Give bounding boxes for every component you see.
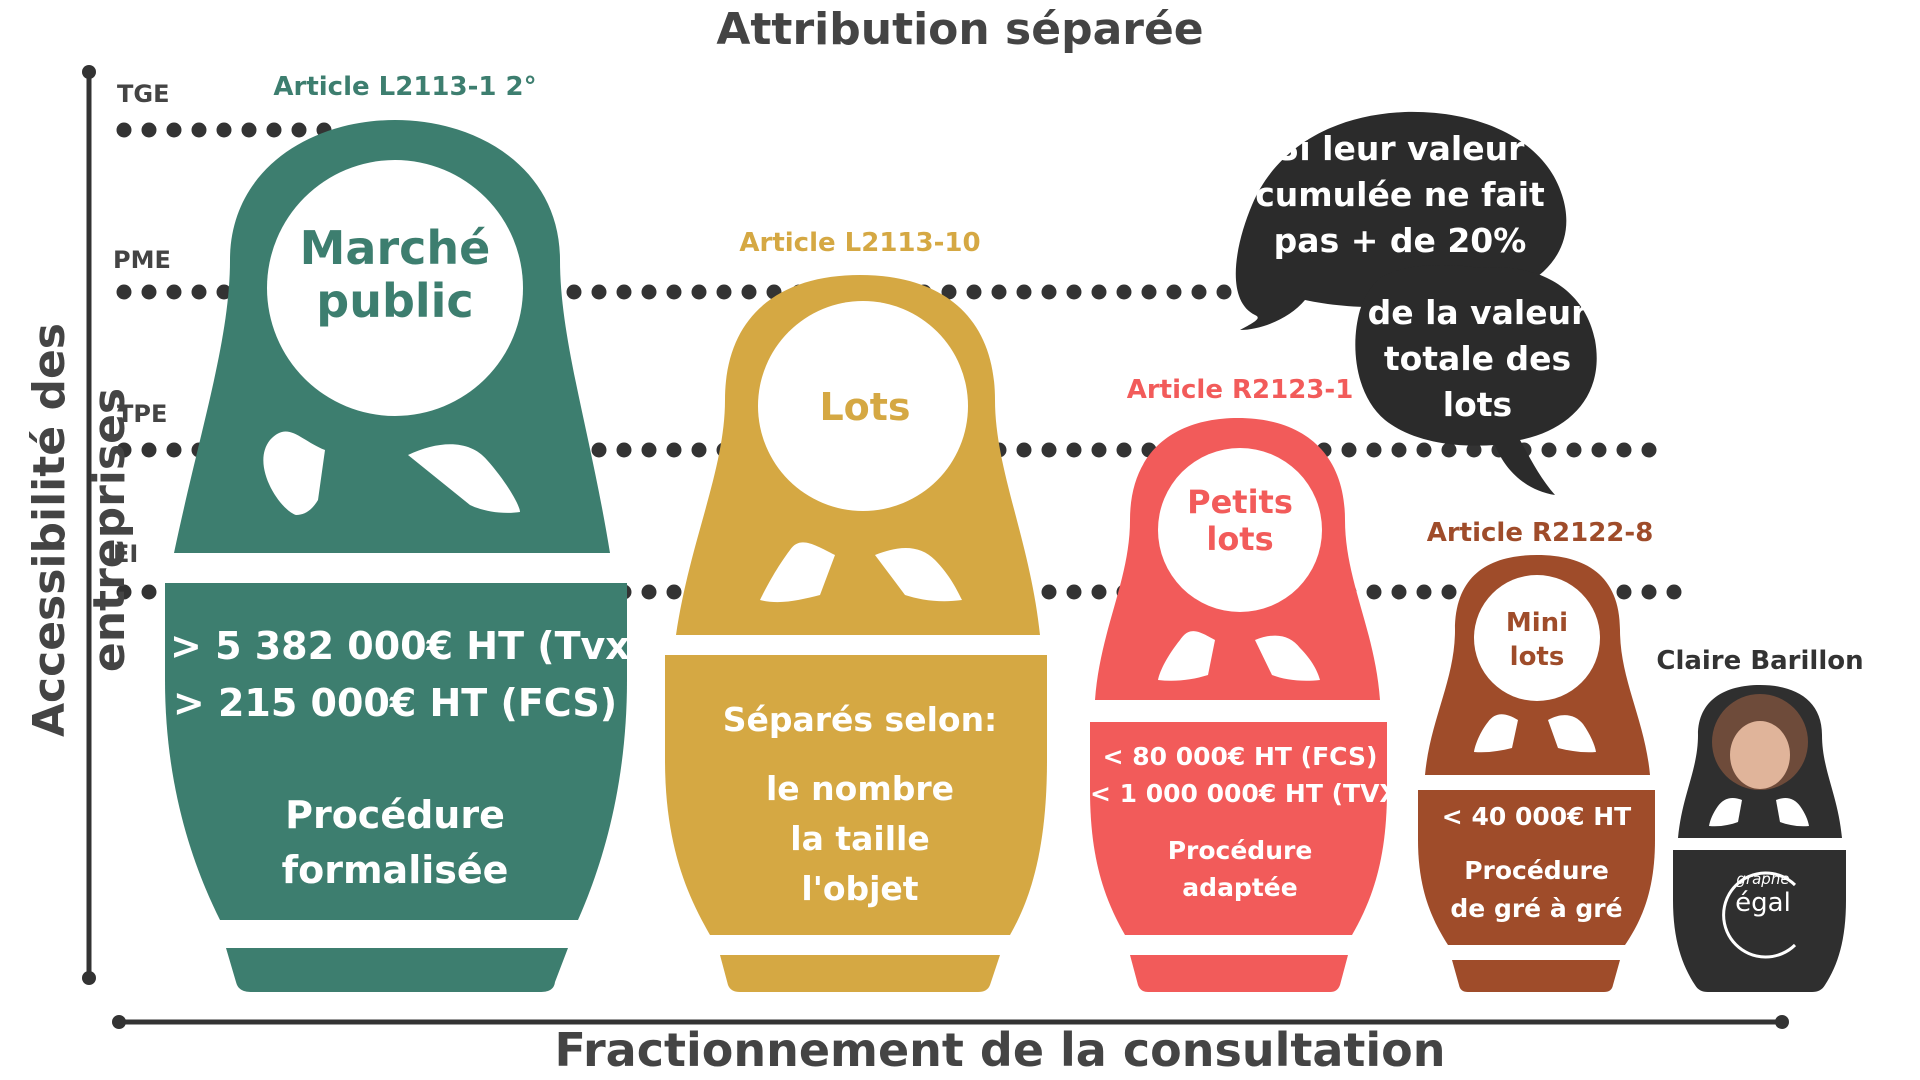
- doll-petits-procedure-line-2: adaptée: [1182, 873, 1298, 902]
- doll-mini-lots: [1418, 555, 1655, 992]
- article-label-mini: Article R2122-8: [1426, 518, 1654, 548]
- doll-marche-thresholds: > 5 382 000€ HT (Tvx) > 215 000€ HT (FCS…: [170, 618, 648, 732]
- axes: [82, 65, 1789, 1029]
- level-label-tge: TGE: [117, 80, 170, 108]
- speech-bubble-bottom: [1355, 265, 1597, 495]
- doll-petits-thresholds: < 80 000€ HT (FCS) < 1 000 000€ HT (TVX): [1090, 738, 1411, 812]
- doll-petits-body-shape: [1090, 722, 1387, 935]
- level-label-pme: PME: [113, 246, 171, 274]
- doll-mini-head-label: Mini lots: [1487, 607, 1587, 675]
- doll-lots-criterion-2: la taille: [790, 819, 930, 858]
- doll-claire-collar-left: [1709, 798, 1742, 827]
- doll-marche-head-label: Marché public: [285, 222, 505, 328]
- logo-circle-arc: [1722, 871, 1797, 959]
- doll-lots-criteria: le nombre la taille l'objet: [680, 764, 1040, 914]
- doll-mini-procedure-line-2: de gré à gré: [1450, 894, 1623, 923]
- doll-petits-face: [1158, 448, 1322, 612]
- logo-text-graphe: graphe: [1736, 870, 1790, 888]
- level-label-tpe: TPE: [117, 400, 168, 428]
- doll-lots-separes-label: Séparés selon:: [722, 700, 998, 739]
- x-axis-left-cap: [112, 1015, 126, 1029]
- doll-petits-procedure-line-1: Procédure: [1167, 836, 1313, 865]
- doll-mini-head-label-line-2: lots: [1509, 641, 1565, 672]
- x-axis-right-cap: [1775, 1015, 1789, 1029]
- doll-marche-public: [165, 120, 627, 992]
- doll-petits-base-shape: [1130, 955, 1348, 992]
- doll-marche-collar-left: [263, 431, 325, 515]
- diagram-title: Attribution séparée: [716, 4, 1204, 55]
- y-axis-top-cap: [82, 65, 96, 79]
- doll-claire-collar-right: [1776, 798, 1809, 827]
- doll-petits-head-label-line-1: Petits: [1187, 483, 1293, 521]
- speech-bubble-top-line-1: Si leur valeur: [1275, 129, 1525, 168]
- doll-mini-head-label-line-1: Mini: [1505, 608, 1569, 638]
- doll-marche-threshold-2: > 215 000€ HT (FCS): [172, 681, 618, 725]
- doll-lots-collar-left: [760, 542, 835, 603]
- doll-petits-threshold-1: < 80 000€ HT (FCS): [1102, 742, 1378, 771]
- doll-mini-threshold: < 40 000€ HT: [1441, 802, 1632, 831]
- doll-petits-head-label: Petits lots: [1170, 484, 1310, 558]
- doll-claire-body-shape: [1673, 850, 1846, 992]
- doll-marche-base-shape: [226, 948, 568, 992]
- logo-graphe-egal: graphe égal: [1718, 870, 1808, 918]
- doll-lots-base-shape: [720, 955, 1000, 992]
- doll-mini-collar-right: [1548, 715, 1596, 753]
- article-label-petits: Article R2123-1: [1126, 375, 1354, 405]
- speech-bubble-bottom-line-2: totale des: [1383, 339, 1572, 379]
- doll-marche-threshold-1: > 5 382 000€ HT (Tvx): [170, 624, 648, 668]
- doll-lots-body-shape: [665, 655, 1047, 935]
- doll-mini-face: [1474, 575, 1600, 701]
- doll-petits-threshold-2: < 1 000 000€ HT (TVX): [1090, 779, 1411, 808]
- doll-petits-head-label-line-2: lots: [1206, 519, 1274, 558]
- doll-claire-barillon: [1673, 685, 1846, 992]
- doll-marche-collar-right: [408, 444, 520, 513]
- doll-marche-head-label-line-2: public: [316, 273, 474, 328]
- article-label-lots: Article L2113-10: [739, 228, 981, 258]
- level-label-ei: EI: [113, 540, 139, 568]
- x-axis-label: Fractionnement de la consultation: [554, 1023, 1446, 1077]
- portrait-face: [1730, 721, 1790, 789]
- doll-petits-procedure: Procédure adaptée: [1090, 832, 1390, 906]
- doll-marche-face: [267, 160, 523, 416]
- y-axis-label: Accessibilité des entreprises: [24, 323, 135, 737]
- speech-bubble-top-text: Si leur valeur cumulée ne fait pas + de …: [1240, 126, 1560, 265]
- doll-petits-collar-left: [1158, 631, 1215, 681]
- doll-mini-procedure: Procédure de gré à gré: [1418, 852, 1655, 928]
- doll-lots-head-label-line-1: Lots: [819, 385, 911, 429]
- article-label-marche: Article L2113-1 2°: [273, 72, 537, 102]
- author-name: Claire Barillon: [1656, 646, 1864, 676]
- speech-bubble-top-line-3: pas + de 20%: [1273, 221, 1527, 261]
- speech-bubble-bottom-text: de la valeur totale des lots: [1355, 290, 1600, 429]
- doll-mini-procedure-line-1: Procédure: [1464, 856, 1609, 885]
- doll-marche-procedure-line-1: Procédure: [285, 793, 505, 837]
- doll-mini-collar-left: [1474, 714, 1518, 753]
- doll-petits-collar-right: [1255, 635, 1320, 681]
- doll-marche-procedure-line-2: formalisée: [281, 848, 509, 892]
- doll-lots-collar-right: [875, 548, 962, 602]
- speech-bubbles: [1235, 111, 1597, 495]
- doll-lots-head-label: Lots: [780, 385, 950, 430]
- doll-marche-body-shape: [165, 583, 627, 920]
- doll-marche-head-label-line-1: Marché: [299, 221, 491, 275]
- speech-bubble-top-line-2: cumulée ne fait: [1255, 175, 1545, 215]
- logo-text-egal: égal: [1735, 888, 1791, 918]
- doll-lots-face: [758, 301, 968, 511]
- doll-mini-base-shape: [1452, 960, 1620, 992]
- doll-lots-criterion-1: le nombre: [765, 769, 954, 808]
- speech-bubble-bottom-line-1: de la valeur: [1367, 293, 1588, 332]
- doll-marche-procedure: Procédure formalisée: [170, 788, 620, 898]
- doll-petits-lots: [1090, 418, 1387, 992]
- y-axis-bottom-cap: [82, 971, 96, 985]
- doll-lots: [665, 275, 1047, 992]
- doll-lots-criterion-3: l'objet: [801, 869, 919, 908]
- doll-mini-body-shape: [1418, 790, 1655, 945]
- speech-bubble-bottom-line-3: lots: [1442, 385, 1513, 425]
